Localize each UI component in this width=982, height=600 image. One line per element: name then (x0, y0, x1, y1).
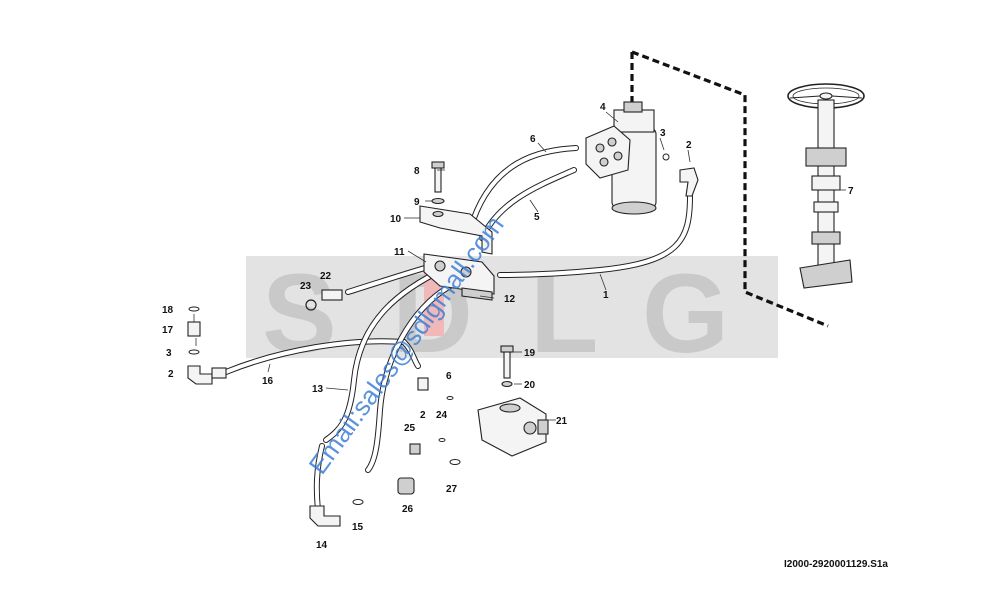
callout-18: 18 (162, 305, 174, 316)
hose-group (223, 145, 693, 513)
oring-15 (352, 499, 364, 505)
callout-13: 13 (312, 384, 324, 395)
callout-1: 1 (603, 290, 609, 301)
clamp-bore-1 (434, 260, 446, 272)
column-joint (811, 231, 841, 245)
clamp-bore-2 (460, 266, 472, 278)
callout-27: 27 (446, 484, 458, 495)
wheel-spoke-left (789, 95, 821, 99)
washer-9 (431, 197, 445, 205)
valve-21-top (499, 403, 521, 413)
oring-6-mid (446, 396, 454, 400)
callout-26: 26 (402, 504, 414, 515)
cab-boundary-dashed (631, 50, 829, 328)
column-bracket-mid (813, 201, 839, 213)
fitting-22 (321, 289, 343, 301)
leader-lines (193, 137, 691, 421)
adapter-17 (187, 321, 201, 337)
callout-5: 5 (534, 212, 540, 223)
callout-24: 24 (436, 410, 448, 421)
bolt-assembly (431, 161, 445, 205)
bracket-hole (432, 210, 444, 218)
steering-unit-base (611, 201, 657, 215)
bolt-19 (503, 349, 511, 379)
steering-unit (585, 101, 657, 215)
oring-3-top (662, 153, 670, 161)
callout-labels: 4 6 3 2 8 9 10 5 7 11 22 23 1 12 18 17 3… (162, 102, 854, 551)
leader-4 (605, 111, 619, 123)
valve-port-4 (613, 151, 623, 161)
valve-port-2 (607, 137, 617, 147)
oring-3-left (188, 349, 200, 355)
callout-6-mid: 6 (446, 371, 452, 382)
callout-8: 8 (414, 166, 420, 177)
callout-2-top: 2 (686, 140, 692, 151)
callout-21: 21 (556, 416, 568, 427)
drawing-code: I2000-2920001129.S1a (784, 559, 888, 570)
callout-20: 20 (524, 380, 536, 391)
plug-26 (397, 477, 415, 495)
wheel-spoke-right (831, 95, 863, 99)
callout-12: 12 (504, 294, 516, 305)
watermark-red-block (424, 272, 444, 336)
elbow-2-top (679, 167, 699, 197)
fittings (187, 153, 699, 527)
sdlg-watermark-logo: S D L G (246, 251, 778, 376)
valve-21-body (477, 397, 547, 457)
bolt-8-head (431, 161, 445, 169)
callout-9: 9 (414, 197, 420, 208)
callout-3-left: 3 (166, 348, 172, 359)
oring-24 (438, 438, 446, 442)
steering-unit-valve-block (585, 125, 631, 179)
callout-25: 25 (404, 423, 416, 434)
valve-port-1 (595, 143, 605, 153)
valve-21-nut (537, 419, 549, 435)
oring-27 (449, 459, 461, 465)
valve-21-port (523, 421, 537, 435)
oring-23 (305, 299, 317, 311)
callout-17: 17 (162, 325, 174, 336)
callout-2-left: 2 (168, 369, 174, 380)
callout-10: 10 (390, 214, 402, 225)
bolt-19-head (500, 345, 514, 353)
column-bracket-upper (805, 147, 847, 167)
steering-unit-top (613, 109, 655, 133)
valve-port-3 (599, 157, 609, 167)
callout-11: 11 (394, 247, 405, 258)
fitting-2-mid (417, 377, 429, 391)
watermark-letter-g: G (642, 251, 729, 376)
elbow-2-left (187, 365, 213, 385)
column-mount-base (799, 259, 853, 289)
callout-19: 19 (524, 348, 536, 359)
steering-hub (819, 92, 833, 100)
callout-15: 15 (352, 522, 364, 533)
callout-4: 4 (600, 102, 606, 113)
callout-14: 14 (316, 540, 328, 551)
washer-20 (501, 380, 513, 388)
oring-18 (188, 306, 200, 312)
column-clamp (811, 175, 841, 191)
priority-valve (477, 397, 549, 457)
callout-22: 22 (320, 271, 332, 282)
callout-6-top: 6 (530, 134, 536, 145)
callout-16: 16 (262, 376, 274, 387)
bracket-10 (419, 205, 493, 255)
callout-2-mid: 2 (420, 410, 426, 421)
callout-3-top: 3 (660, 128, 666, 139)
elbow-14 (309, 505, 341, 527)
steering-column (787, 83, 865, 289)
plug-25 (409, 443, 421, 455)
steering-unit-cap (623, 101, 643, 113)
callout-7: 7 (848, 186, 854, 197)
callout-23: 23 (300, 281, 312, 292)
fitting-16-end (211, 367, 227, 379)
